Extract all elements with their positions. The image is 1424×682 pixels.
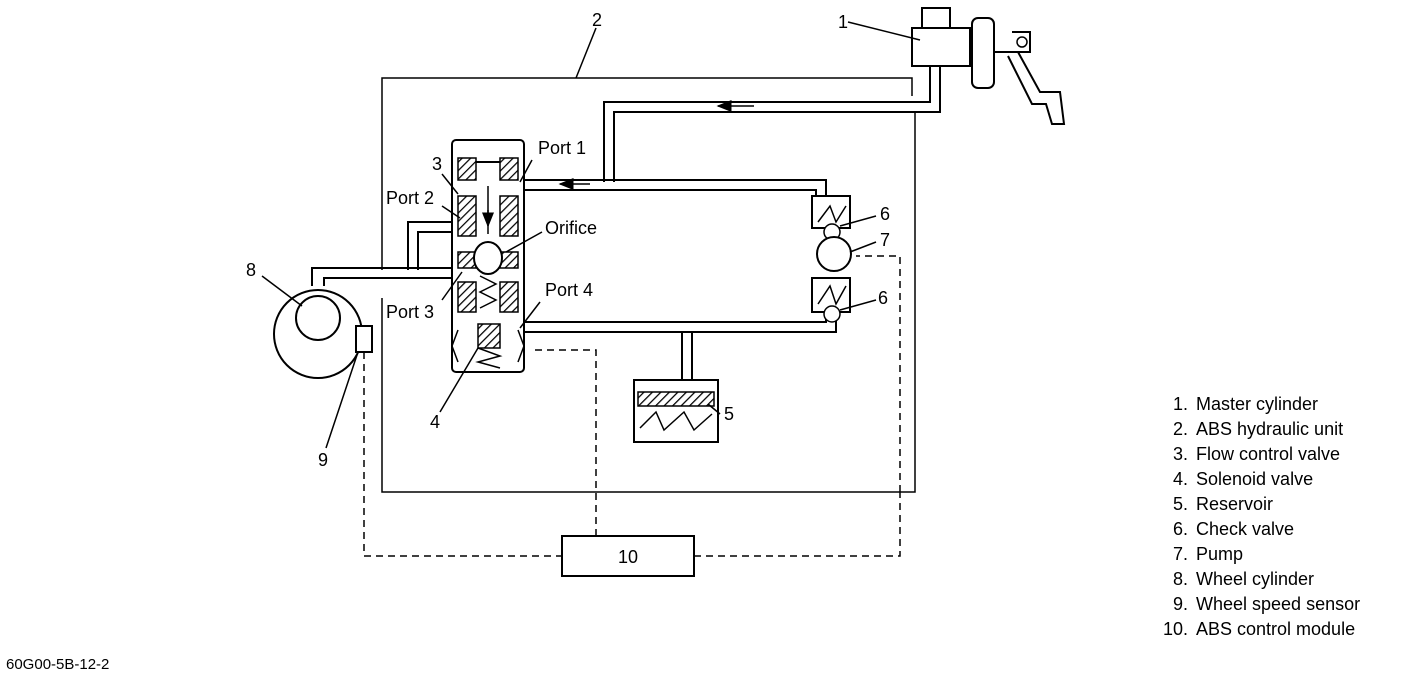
callout-2: 2 bbox=[592, 10, 602, 30]
legend-item: 5. Reservoir bbox=[1152, 492, 1414, 517]
callout-6-upper: 6 bbox=[880, 204, 890, 224]
check-valve-lower bbox=[811, 277, 851, 323]
legend-item: 7. Pump bbox=[1152, 542, 1414, 567]
legend-item-number: 6. bbox=[1172, 519, 1188, 539]
wheel-speed-sensor bbox=[355, 325, 373, 353]
port-4-label: Port 4 bbox=[545, 280, 593, 300]
legend-item-number: 8. bbox=[1172, 569, 1188, 589]
callout-4: 4 bbox=[430, 412, 440, 432]
callout-5: 5 bbox=[724, 404, 734, 424]
callout-leader-2 bbox=[575, 27, 597, 79]
legend-item-number: 1. bbox=[1172, 394, 1188, 414]
master-cylinder bbox=[911, 7, 1012, 89]
callout-9: 9 bbox=[318, 450, 328, 470]
legend-item-number: 5. bbox=[1172, 494, 1188, 514]
port-3-label: Port 3 bbox=[386, 302, 434, 322]
check-valve-upper bbox=[811, 195, 851, 241]
legend-item-text: ABS hydraulic unit bbox=[1196, 419, 1344, 439]
legend-item: 3. Flow control valve bbox=[1152, 442, 1414, 467]
callout-1: 1 bbox=[838, 12, 848, 32]
legend-item-number: 2. bbox=[1172, 419, 1188, 439]
legend-item: 1. Master cylinder bbox=[1152, 392, 1414, 417]
orifice-label: Orifice bbox=[545, 218, 597, 238]
callout-3: 3 bbox=[432, 154, 442, 174]
port-2-label: Port 2 bbox=[386, 188, 434, 208]
legend-item-text: Flow control valve bbox=[1196, 444, 1341, 464]
hydraulic-unit-boundary bbox=[381, 77, 916, 493]
legend-item-number: 10. bbox=[1162, 619, 1188, 639]
port-1-label: Port 1 bbox=[538, 138, 586, 158]
legend-item-text: Master cylinder bbox=[1196, 394, 1319, 414]
legend-item-number: 7. bbox=[1172, 544, 1188, 564]
legend-item: 9. Wheel speed sensor bbox=[1152, 592, 1414, 617]
legend-item-text: Reservoir bbox=[1196, 494, 1274, 514]
wheel-cylinder bbox=[273, 289, 363, 379]
brake-pedal bbox=[1007, 31, 1066, 125]
legend-item: 10. ABS control module bbox=[1152, 617, 1414, 642]
legend-item-number: 3. bbox=[1172, 444, 1188, 464]
flow-control-valve bbox=[451, 139, 525, 373]
legend-item-text: ABS control module bbox=[1196, 619, 1356, 639]
abs-control-module: 10 bbox=[561, 535, 695, 577]
legend-item-text: Pump bbox=[1196, 544, 1244, 564]
callout-leader-1 bbox=[847, 21, 921, 41]
legend-item-text: Wheel cylinder bbox=[1196, 569, 1315, 589]
component-legend: 1. Master cylinder 2. ABS hydraulic unit 3. F… bbox=[1152, 392, 1414, 642]
legend-item-number: 4. bbox=[1172, 469, 1188, 489]
legend-item: 4. Solenoid valve bbox=[1152, 467, 1414, 492]
legend-item-text: Wheel speed sensor bbox=[1196, 594, 1361, 614]
signal-lines bbox=[363, 349, 901, 557]
legend-item: 6. Check valve bbox=[1152, 517, 1414, 542]
callout-6-lower: 6 bbox=[878, 288, 888, 308]
pump bbox=[816, 236, 901, 492]
callout-8: 8 bbox=[246, 260, 256, 280]
legend-item-number: 9. bbox=[1172, 594, 1188, 614]
legend-item: 2. ABS hydraulic unit bbox=[1152, 417, 1414, 442]
callout-leaders bbox=[261, 159, 877, 449]
figure-code: 60G00-5B-12-2 bbox=[6, 656, 110, 673]
reservoir bbox=[633, 379, 719, 443]
legend-item: 8. Wheel cylinder bbox=[1152, 567, 1414, 592]
module-label: 10 bbox=[618, 547, 638, 567]
brake-line-master bbox=[603, 66, 941, 182]
legend-item-text: Solenoid valve bbox=[1196, 469, 1314, 489]
legend-item-text: Check valve bbox=[1196, 519, 1295, 539]
callout-7: 7 bbox=[880, 230, 890, 250]
